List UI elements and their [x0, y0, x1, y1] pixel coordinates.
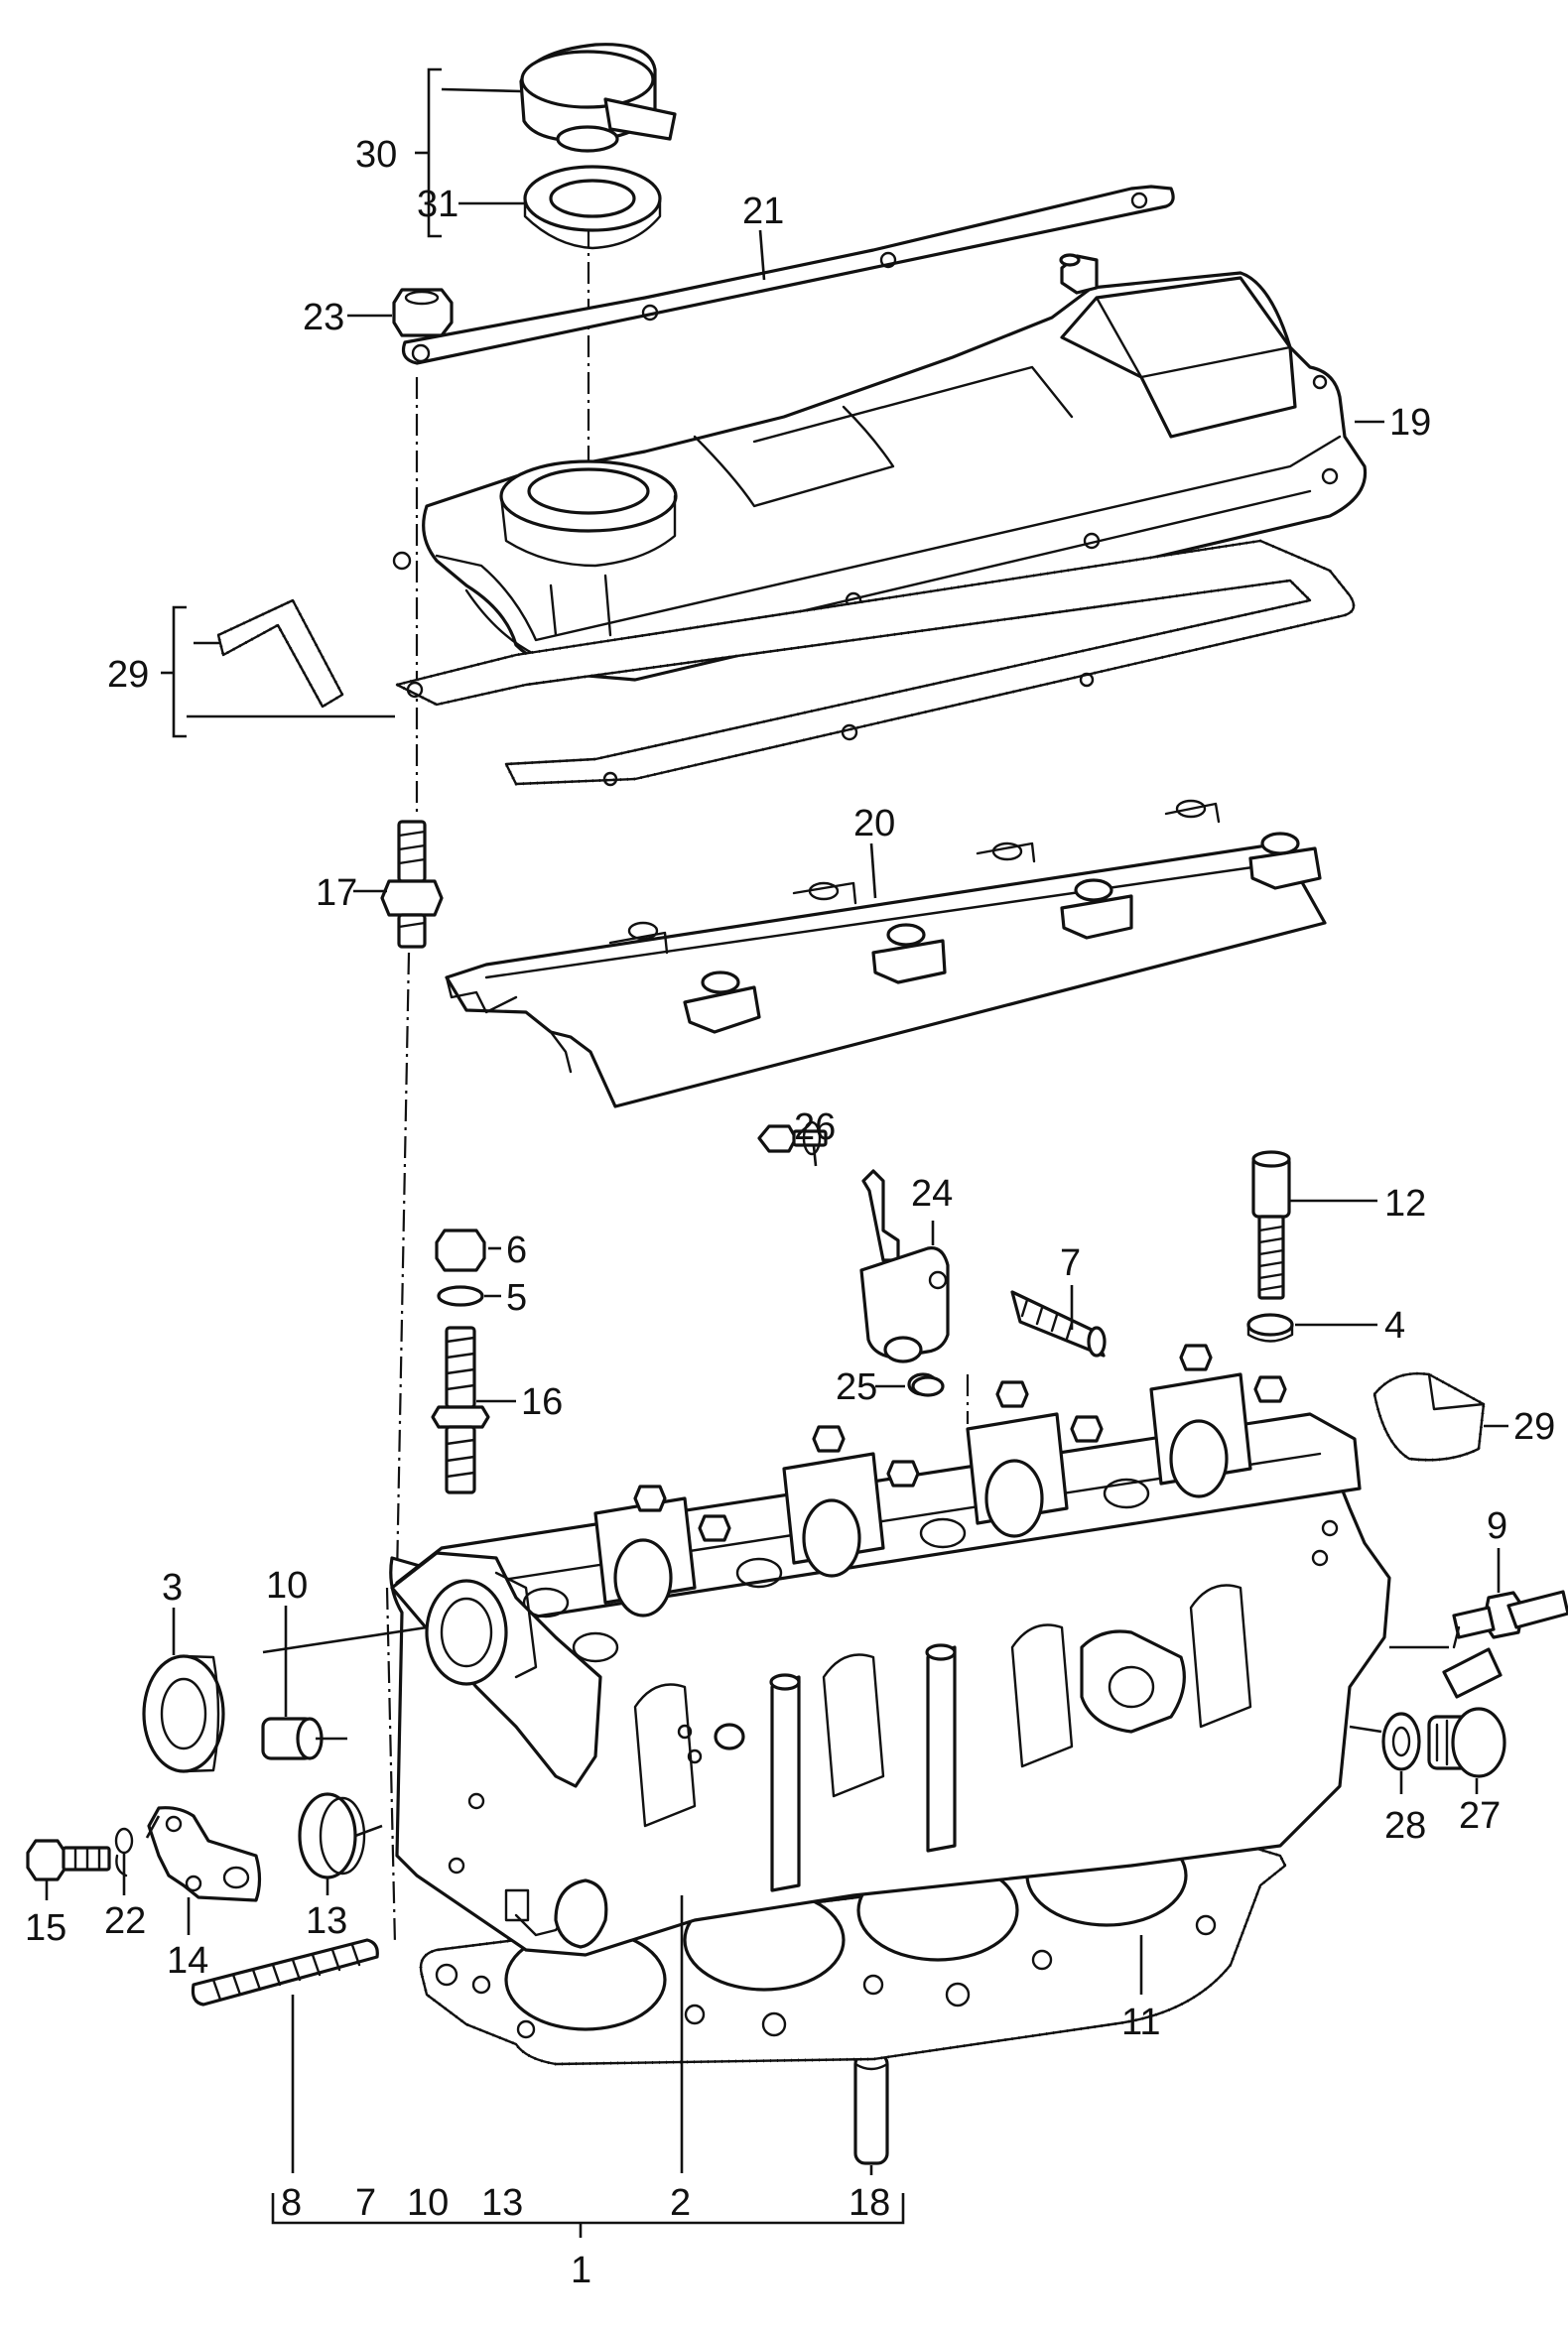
washer-4 [1246, 1313, 1294, 1343]
plug-13 [298, 1792, 366, 1879]
callout-1: 1 [571, 2250, 591, 2291]
callout-13-bottom: 13 [481, 2182, 523, 2224]
cover-seal-29-right [1372, 1371, 1486, 1462]
callout-18: 18 [849, 2182, 890, 2224]
leader-lines [45, 67, 1508, 2238]
callout-28: 28 [1384, 1805, 1426, 1847]
stud-17 [380, 820, 444, 949]
cover-seal-29-upper [216, 598, 344, 710]
callout-24: 24 [911, 1173, 953, 1215]
callout-labels: 30 31 21 23 19 29 20 17 26 24 12 6 7 5 4… [25, 134, 1555, 2291]
stud-7 [1010, 1290, 1107, 1358]
bracket-14 [147, 1806, 262, 1902]
callout-19: 19 [1389, 402, 1431, 444]
oil-filler-cap [519, 43, 677, 153]
plug-10 [261, 1717, 324, 1760]
center-lines [385, 189, 970, 1946]
deflector-tabs [608, 799, 1322, 1034]
bolt-15 [26, 1839, 111, 1881]
stud-16 [431, 1326, 490, 1494]
callout-8: 8 [281, 2182, 302, 2224]
oil-seal-3 [142, 1654, 225, 1773]
bearing-cap-nuts [633, 1344, 1287, 1542]
callout-30: 30 [355, 134, 397, 176]
callout-25: 25 [836, 1366, 877, 1408]
sensor-9 [1442, 1590, 1568, 1699]
nut-6 [435, 1229, 486, 1272]
callout-21: 21 [742, 191, 784, 232]
bolt-12 [1251, 1150, 1291, 1300]
callout-7-bottom: 7 [355, 2182, 376, 2224]
o-ring-25 [911, 1375, 945, 1397]
callout-3: 3 [162, 1567, 183, 1609]
washer-28 [1381, 1712, 1421, 1771]
callout-11: 11 [1121, 2002, 1160, 2043]
callout-27: 27 [1459, 1795, 1501, 1837]
callout-5: 5 [506, 1277, 527, 1319]
cover-gasket-lower [392, 539, 1356, 787]
cam-bearing-towers [593, 1372, 1252, 1618]
fitting-24 [859, 1169, 950, 1396]
oil-filler-seal [523, 165, 662, 250]
hex-nut-23 [392, 288, 454, 337]
callout-26: 26 [794, 1106, 836, 1148]
bolt-26 [757, 1120, 828, 1156]
callout-9: 9 [1487, 1505, 1507, 1547]
callout-12: 12 [1384, 1183, 1426, 1225]
callout-23: 23 [303, 297, 344, 338]
stud-8 [191, 1938, 379, 2007]
valve-guide-18 [853, 2052, 889, 2165]
callout-14: 14 [167, 1940, 208, 1982]
callout-29-right: 29 [1513, 1406, 1555, 1448]
callout-10-bottom: 10 [407, 2182, 449, 2224]
callout-20: 20 [853, 803, 895, 844]
washer-5 [437, 1285, 484, 1307]
callout-29-upper: 29 [107, 654, 149, 696]
callout-2: 2 [670, 2182, 691, 2224]
plug-27 [1427, 1707, 1506, 1778]
cover-gasket-upper [401, 185, 1175, 365]
callout-22: 22 [104, 1900, 146, 1942]
callout-15: 15 [25, 1907, 66, 1949]
callout-6: 6 [506, 1230, 527, 1271]
callout-13-side: 13 [306, 1900, 347, 1942]
callout-4: 4 [1384, 1305, 1405, 1347]
callout-17: 17 [316, 872, 357, 914]
callout-10-side: 10 [266, 1565, 308, 1607]
oil-deflector [445, 799, 1327, 1108]
callout-16: 16 [521, 1381, 563, 1423]
callout-7-right: 7 [1060, 1242, 1081, 1284]
cylinder-head [389, 1344, 1391, 1957]
callout-31: 31 [417, 184, 458, 225]
